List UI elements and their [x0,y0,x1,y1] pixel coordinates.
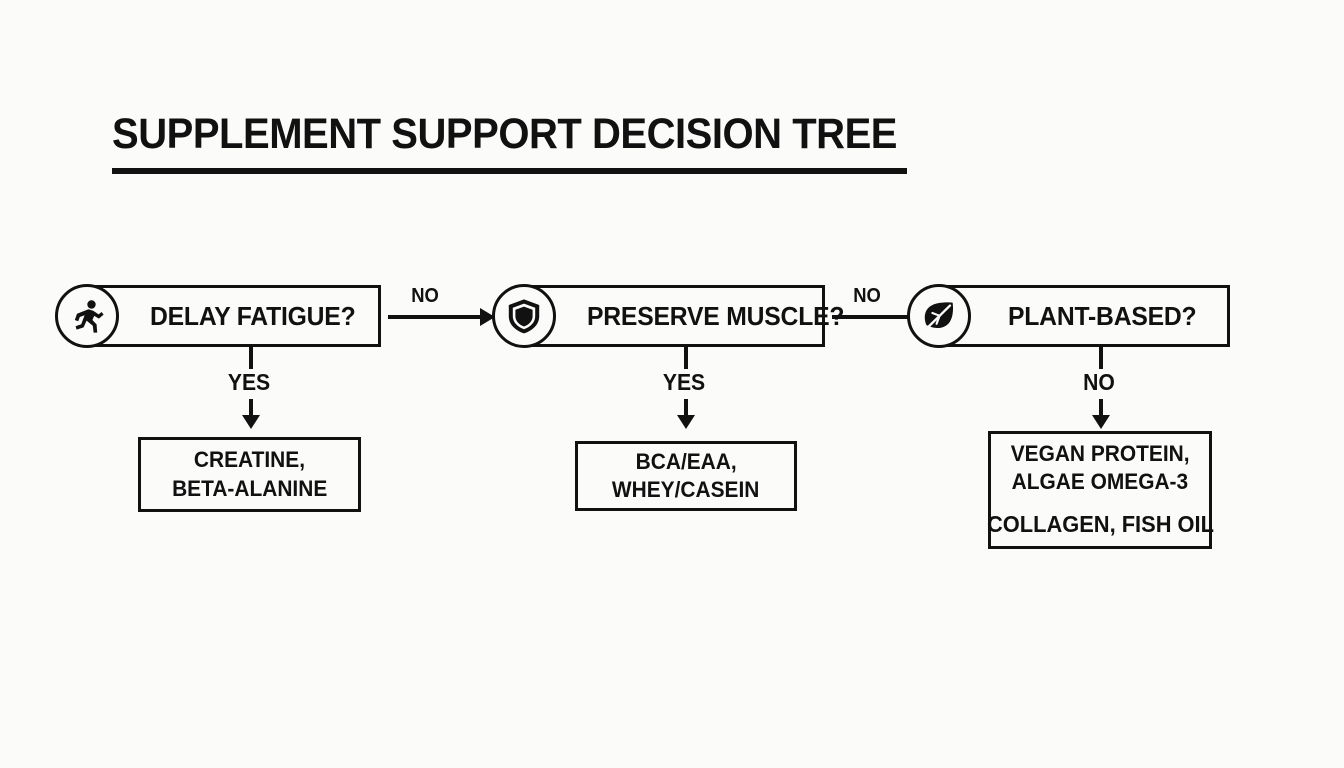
page-title-text: SUPPLEMENT SUPPORT DECISION TREE [112,110,898,158]
leaf-icon [924,302,954,329]
connector-label: NO [853,285,881,307]
branch-line-upper [1099,347,1103,373]
result-line: BETA-ALANINE [171,475,328,501]
branch-line-lower [684,399,688,417]
result-box-vegan: VEGAN PROTEIN, ALGAE OMEGA-3 COLLAGEN, F… [986,431,1214,549]
result-box-protein: BCA/EAA, WHEY/CASEIN [575,441,797,511]
branch-label: YES [659,369,709,396]
node-label: PRESERVE MUSCLE? [587,300,845,331]
branch-label: NO [1079,369,1119,396]
page-title: SUPPLEMENT SUPPORT DECISION TREE [112,110,956,158]
node-box [930,285,1230,347]
result-line: ALGAE OMEGA-3 [1011,469,1189,495]
branch-arrowhead [242,415,260,429]
branch-line-lower [1099,399,1103,417]
result-box-creatine: CREATINE, BETA-ALANINE [138,437,361,512]
result-line: VEGAN PROTEIN, [1010,441,1190,467]
branch-arrowhead [1092,415,1110,429]
node-icon-circle [492,284,556,348]
result-line: CREATINE, [193,447,306,473]
decision-node-plant-based[interactable]: PLANT-BASED? [907,284,1230,348]
branch-label: YES [224,369,274,396]
branch-arrowhead [677,415,695,429]
title-underline [112,168,907,174]
decision-node-delay-fatigue[interactable]: DELAY FATIGUE? [55,284,381,348]
connector-line [388,315,483,319]
connector-line [832,315,922,319]
node-box [78,285,381,347]
node-label: DELAY FATIGUE? [150,300,356,331]
connector-label: NO [411,285,439,307]
result-line: WHEY/CASEIN [612,477,760,502]
running-person-icon [74,300,104,333]
node-icon-circle [55,284,119,348]
shield-icon [508,299,540,334]
result-line: COLLAGEN, FISH OIL [986,511,1214,538]
branch-line-upper [249,347,253,373]
branch-line-lower [249,399,253,417]
decision-node-preserve-muscle[interactable]: PRESERVE MUSCLE? [492,284,844,348]
branch-line-upper [684,347,688,373]
node-icon-circle [907,284,971,348]
node-label: PLANT-BASED? [1008,300,1197,331]
node-box [515,285,825,347]
result-line: BCA/EAA, [635,448,737,474]
connector-arrowhead [480,308,495,326]
